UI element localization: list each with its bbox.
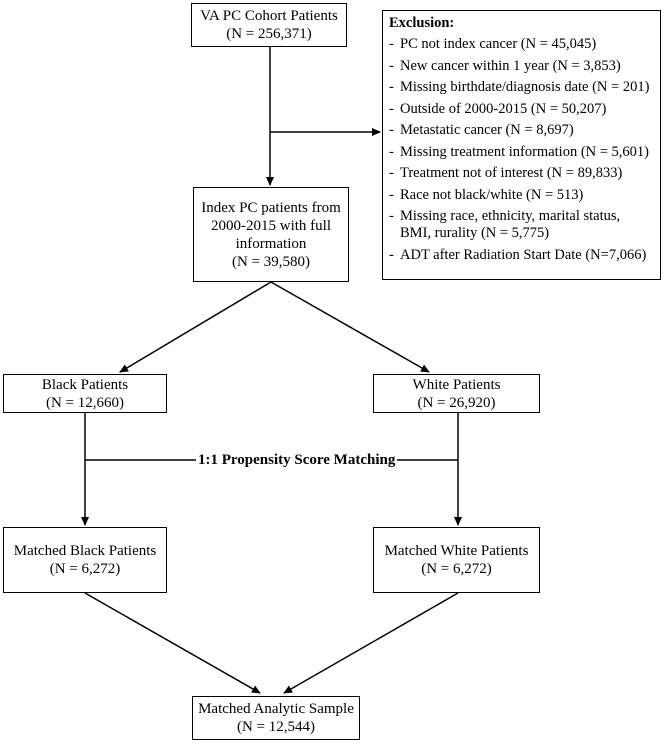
matched-black-title: Matched Black Patients — [13, 543, 157, 559]
matched-black-box: Matched Black Patients (N = 6,272) — [3, 527, 167, 593]
exclusion-item: ADT after Radiation Start Date (N=7,066) — [389, 247, 654, 264]
exclusion-item: New cancer within 1 year (N = 3,853) — [389, 58, 654, 75]
white-title: White Patients — [412, 376, 501, 393]
cohort-count: (N = 256,371) — [226, 26, 312, 42]
arrow-black-to-analytic — [84, 592, 261, 694]
black-title: Black Patients — [41, 376, 129, 393]
matched-white-box: Matched White Patients (N = 6,272) — [373, 527, 540, 593]
index-line-2: 2000-2015 with full — [211, 217, 331, 234]
cohort-title: VA PC Cohort Patients — [200, 8, 338, 24]
index-count: (N = 39,580) — [231, 253, 311, 270]
white-patients-box: White Patients (N = 26,920) — [373, 374, 540, 413]
exclusion-item: Missing treatment information (N = 5,601… — [389, 144, 654, 161]
exclusion-title: Exclusion: — [389, 15, 455, 31]
analytic-count: (N = 12,544) — [236, 719, 316, 735]
exclusion-item: Missing birthdate/diagnosis date (N = 20… — [389, 79, 654, 96]
exclusion-item: Outside of 2000-2015 (N = 50,207) — [389, 101, 654, 118]
exclusion-item: Race not black/white (N = 513) — [389, 187, 654, 204]
propensity-matching-label: 1:1 Propensity Score Matching — [196, 452, 398, 469]
matched-black-count: (N = 6,272) — [49, 561, 121, 577]
analytic-sample-box: Matched Analytic Sample (N = 12,544) — [192, 696, 360, 740]
arrow-white-to-analytic — [283, 592, 459, 694]
arrow-index-to-black — [119, 281, 272, 373]
exclusion-item: PC not index cancer (N = 45,045) — [389, 36, 654, 53]
exclusion-item: Metastatic cancer (N = 8,697) — [389, 122, 654, 139]
matched-white-title: Matched White Patients — [384, 543, 529, 559]
exclusion-box: Exclusion: PC not index cancer (N = 45,0… — [382, 10, 661, 280]
black-count: (N = 12,660) — [45, 394, 125, 411]
black-patients-box: Black Patients (N = 12,660) — [3, 374, 167, 413]
analytic-title: Matched Analytic Sample — [198, 701, 354, 717]
matched-white-count: (N = 6,272) — [421, 561, 492, 577]
exclusion-item: Missing race, ethnicity, marital status,… — [389, 208, 654, 242]
exclusion-item: Treatment not of interest (N = 89,833) — [389, 165, 654, 182]
cohort-box: VA PC Cohort Patients (N = 256,371) — [191, 3, 347, 47]
arrow-index-to-white — [270, 281, 430, 373]
exclusion-list: PC not index cancer (N = 45,045) New can… — [389, 36, 654, 264]
index-line-3: information — [235, 235, 307, 252]
index-box: Index PC patients from 2000-2015 with fu… — [193, 187, 349, 282]
index-line-1: Index PC patients from — [201, 199, 341, 216]
white-count: (N = 26,920) — [417, 394, 496, 411]
